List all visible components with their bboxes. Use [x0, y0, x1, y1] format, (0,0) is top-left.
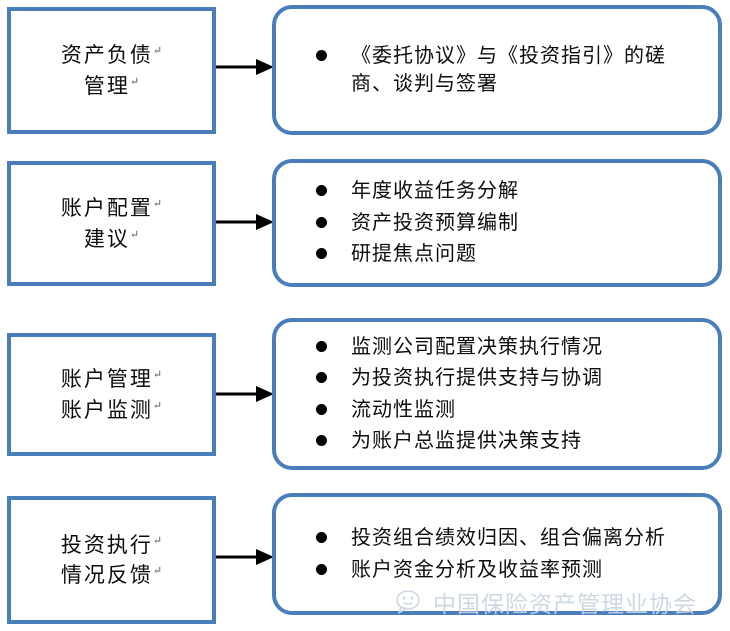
detail-box-1[interactable]: 《委托协议》与《投资指引》的磋商、谈判与签署	[272, 5, 722, 135]
list-item[interactable]: 研提焦点问题	[316, 240, 704, 268]
bullet-icon	[316, 248, 327, 260]
arrow-right-3	[216, 386, 274, 402]
bullet-icon	[316, 403, 327, 415]
stage-box-3-line-2: 账户监测↵	[60, 397, 163, 422]
stage-box-4-line-2: 情况反馈↵	[60, 563, 163, 587]
bullet-icon	[316, 185, 327, 197]
stage-box-4[interactable]: 投资执行↵ 情况反馈↵	[7, 496, 216, 624]
list-item[interactable]: 为投资执行提供支持与协调	[316, 364, 704, 392]
list-item[interactable]: 为账户总监提供决策支持	[316, 427, 704, 455]
list-item[interactable]: 流动性监测	[316, 396, 704, 424]
paragraph-mark: ↵	[152, 45, 163, 58]
arrow-right-1	[216, 59, 274, 75]
bullet-icon	[316, 372, 327, 384]
detail-item-text: 资产投资预算编制	[351, 211, 519, 234]
bullet-icon	[316, 532, 327, 544]
detail-item-text: 研提焦点问题	[351, 243, 477, 266]
detail-item-text: 《委托协议》与《投资指引》的磋商、谈判与签署	[351, 44, 666, 95]
list-item[interactable]: 投资组合绩效归因、组合偏离分析	[316, 524, 704, 552]
paragraph-mark: ↵	[152, 198, 163, 211]
detail-item-text: 监测公司配置决策执行情况	[351, 335, 603, 358]
detail-list-3: 监测公司配置决策执行情况 为投资执行提供支持与协调 流动性监测 为账户总监提供决…	[276, 333, 718, 456]
bullet-icon	[316, 216, 327, 228]
list-item[interactable]: 资产投资预算编制	[316, 209, 704, 237]
detail-item-text: 为投资执行提供支持与协调	[351, 367, 603, 390]
detail-list-4: 投资组合绩效归因、组合偏离分析 账户资金分析及收益率预测	[276, 524, 718, 584]
stage-box-3[interactable]: 账户管理↵ 账户监测↵	[7, 333, 216, 456]
detail-box-3[interactable]: 监测公司配置决策执行情况 为投资执行提供支持与协调 流动性监测 为账户总监提供决…	[272, 318, 722, 470]
detail-item-text: 流动性监测	[351, 398, 456, 421]
stage-box-2[interactable]: 账户配置↵ 建议↵	[7, 161, 216, 286]
detail-item-text: 年度收益任务分解	[351, 180, 519, 203]
detail-box-4[interactable]: 投资组合绩效归因、组合偏离分析 账户资金分析及收益率预测	[272, 493, 722, 615]
detail-item-text: 为账户总监提供决策支持	[351, 429, 582, 452]
list-item[interactable]: 年度收益任务分解	[316, 177, 704, 205]
stage-box-1-line-1: 资产负债↵	[60, 43, 163, 68]
detail-box-2[interactable]: 年度收益任务分解 资产投资预算编制 研提焦点问题	[272, 159, 722, 287]
paragraph-mark: ↵	[152, 369, 163, 382]
bullet-icon	[316, 434, 327, 446]
arrow-right-2	[216, 214, 274, 230]
bullet-icon	[316, 563, 327, 575]
list-item[interactable]: 账户资金分析及收益率预测	[316, 556, 704, 584]
detail-item-text: 账户资金分析及收益率预测	[351, 558, 603, 581]
list-item[interactable]: 监测公司配置决策执行情况	[316, 333, 704, 361]
paragraph-mark: ↵	[152, 534, 163, 547]
detail-item-text: 投资组合绩效归因、组合偏离分析	[351, 527, 666, 550]
detail-list-2: 年度收益任务分解 资产投资预算编制 研提焦点问题	[276, 177, 718, 268]
bullet-icon	[316, 340, 327, 352]
stage-box-1-line-2: 管理↵	[83, 73, 140, 98]
detail-list-1: 《委托协议》与《投资指引》的磋商、谈判与签署	[276, 42, 718, 99]
stage-box-2-line-2: 建议↵	[83, 226, 140, 251]
arrow-right-4	[216, 549, 274, 565]
stage-box-3-line-1: 账户管理↵	[60, 367, 163, 392]
stage-box-1[interactable]: 资产负债↵ 管理↵	[7, 7, 216, 134]
paragraph-mark: ↵	[152, 565, 163, 577]
paragraph-mark: ↵	[129, 75, 140, 88]
paragraph-mark: ↵	[129, 228, 140, 241]
stage-box-2-line-1: 账户配置↵	[60, 196, 163, 221]
bullet-icon	[316, 49, 327, 61]
paragraph-mark: ↵	[152, 399, 163, 412]
list-item[interactable]: 《委托协议》与《投资指引》的磋商、谈判与签署	[316, 42, 704, 99]
stage-box-4-line-1: 投资执行↵	[60, 532, 163, 557]
